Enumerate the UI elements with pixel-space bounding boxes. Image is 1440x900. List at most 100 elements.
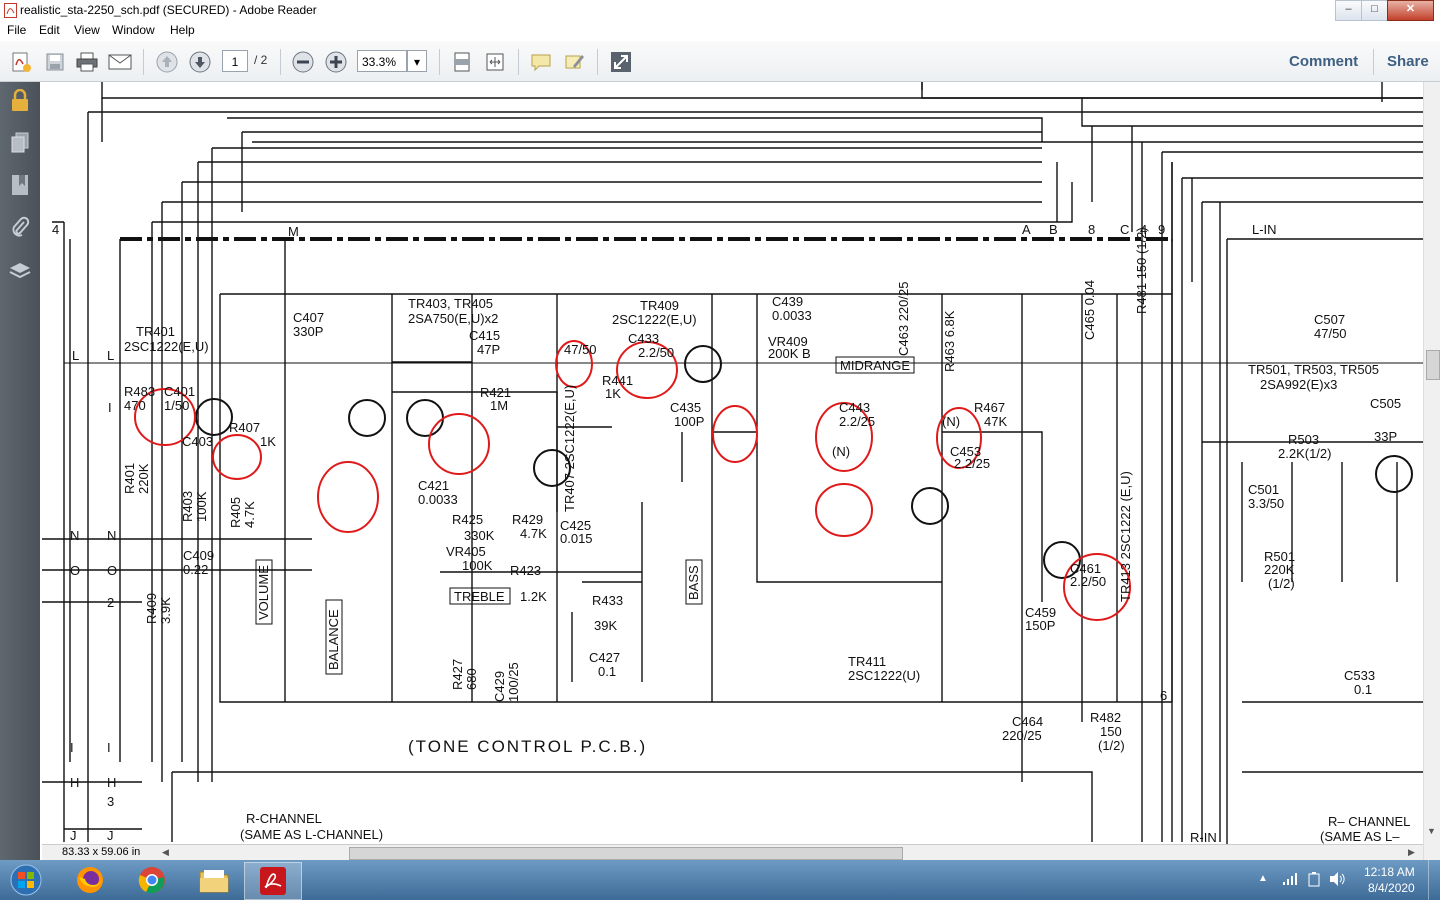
vr409-value: 200K B bbox=[768, 346, 811, 361]
node-label: R-IN bbox=[1190, 830, 1217, 844]
c401-label: C401 bbox=[164, 384, 195, 399]
toolbar-separator bbox=[518, 49, 519, 75]
zoom-out-icon[interactable] bbox=[290, 49, 316, 75]
firefox-icon[interactable] bbox=[62, 862, 118, 898]
scroll-down-icon[interactable]: ▼ bbox=[1427, 826, 1436, 836]
toolbar-separator bbox=[280, 49, 281, 75]
c443-value: 2.2/25 bbox=[839, 414, 875, 429]
full-screen-icon[interactable] bbox=[608, 49, 634, 75]
red-annotation-circles bbox=[134, 340, 1131, 621]
chrome-icon[interactable] bbox=[124, 862, 180, 898]
highlight-text-icon[interactable] bbox=[561, 49, 587, 75]
treble-label: TREBLE bbox=[454, 589, 505, 604]
fit-page-icon[interactable] bbox=[449, 49, 475, 75]
r501-label: R501 bbox=[1264, 549, 1295, 564]
c439-label: C439 bbox=[772, 294, 803, 309]
scroll-left-icon[interactable]: ◀ bbox=[162, 847, 169, 857]
scroll-right-icon[interactable]: ▶ bbox=[1408, 847, 1415, 857]
bookmarks-icon[interactable] bbox=[7, 172, 33, 198]
power-icon[interactable] bbox=[1307, 871, 1321, 890]
r401-value: 220K bbox=[136, 463, 151, 494]
page-number-input[interactable]: 1 bbox=[222, 50, 248, 72]
document-viewport[interactable]: 4 M L L I N N O O 2 I I H H 3 J J A B 8 … bbox=[42, 82, 1423, 844]
share-link[interactable]: Share bbox=[1387, 53, 1429, 70]
c507-label: C507 bbox=[1314, 312, 1345, 327]
c501-label: C501 bbox=[1248, 482, 1279, 497]
r482-value: 150 bbox=[1100, 724, 1122, 739]
minimize-button[interactable]: – bbox=[1335, 0, 1362, 21]
navigation-panel bbox=[0, 82, 40, 860]
layers-icon[interactable] bbox=[7, 258, 33, 284]
vertical-scrollbar[interactable]: ▼ bbox=[1423, 82, 1440, 860]
c431-value: 47/50 bbox=[564, 342, 597, 357]
menu-file[interactable]: File bbox=[7, 23, 27, 37]
n-label: (N) bbox=[942, 414, 960, 429]
adobe-reader-taskbar-icon[interactable] bbox=[244, 862, 302, 900]
file-explorer-icon[interactable] bbox=[186, 862, 242, 898]
network-icon[interactable] bbox=[1282, 872, 1298, 889]
node-label: N bbox=[107, 528, 116, 543]
print-icon[interactable] bbox=[74, 49, 100, 75]
menu-help[interactable]: Help bbox=[170, 23, 195, 37]
c425-label: C425 bbox=[560, 518, 591, 533]
clock-time[interactable]: 12:18 AM bbox=[1364, 865, 1415, 879]
c427-value: 0.1 bbox=[598, 664, 616, 679]
vr405-label: VR405 bbox=[446, 544, 486, 559]
n-label: (N) bbox=[832, 444, 850, 459]
r423-label: R423 bbox=[510, 563, 541, 578]
zoom-in-icon[interactable] bbox=[323, 49, 349, 75]
tr403-label: TR403, TR405 bbox=[408, 296, 493, 311]
zoom-dropdown-chevron-icon[interactable]: ▾ bbox=[407, 50, 427, 72]
c461-value: 2.2/50 bbox=[1070, 574, 1106, 589]
menu-view[interactable]: View bbox=[74, 23, 100, 37]
tr411-part: 2SC1222(U) bbox=[848, 668, 920, 683]
node-label: 4 bbox=[52, 222, 59, 237]
pdf-file-icon bbox=[4, 3, 17, 18]
node-label: J bbox=[70, 828, 77, 843]
zoom-level-input[interactable]: 33.3% bbox=[357, 50, 407, 72]
attachments-icon[interactable] bbox=[7, 214, 33, 240]
tr501-label: TR501, TR503, TR505 bbox=[1248, 362, 1379, 377]
menu-window[interactable]: Window bbox=[112, 23, 155, 37]
node-label: I bbox=[70, 740, 74, 755]
show-desktop-button[interactable] bbox=[1428, 860, 1440, 900]
sticky-note-icon[interactable] bbox=[528, 49, 554, 75]
start-button[interactable] bbox=[0, 862, 52, 898]
next-page-icon[interactable] bbox=[187, 49, 213, 75]
node-label: 8 bbox=[1088, 222, 1095, 237]
r483-label: R483 bbox=[124, 384, 155, 399]
previous-page-icon[interactable] bbox=[154, 49, 180, 75]
c453-label: C453 bbox=[950, 444, 981, 459]
vertical-scroll-thumb[interactable] bbox=[1426, 350, 1440, 380]
toolbar-separator bbox=[143, 49, 144, 75]
volume-icon[interactable] bbox=[1328, 871, 1346, 890]
node-label: L-IN bbox=[1252, 222, 1277, 237]
create-pdf-icon[interactable] bbox=[8, 49, 34, 75]
node-label: 6 bbox=[1160, 688, 1167, 703]
c409-value: 0.22 bbox=[183, 562, 208, 577]
maximize-button[interactable]: □ bbox=[1361, 0, 1388, 21]
r481-label: R481 150 (1/2) bbox=[1134, 227, 1149, 314]
node-label: 9 bbox=[1158, 222, 1165, 237]
email-icon[interactable] bbox=[107, 49, 133, 75]
title-bar: realistic_sta-2250_sch.pdf (SECURED) - A… bbox=[0, 0, 1440, 22]
comment-link[interactable]: Comment bbox=[1289, 53, 1359, 70]
r-channel-note-right: (SAME AS L– bbox=[1320, 829, 1400, 844]
pages-icon[interactable] bbox=[7, 130, 33, 156]
c403-label: C403 bbox=[182, 434, 213, 449]
lock-icon[interactable] bbox=[7, 88, 33, 114]
menu-edit[interactable]: Edit bbox=[39, 23, 60, 37]
r403-label: R403 bbox=[180, 491, 195, 522]
r467-label: R467 bbox=[974, 400, 1005, 415]
node-label: O bbox=[70, 563, 80, 578]
clock-date[interactable]: 8/4/2020 bbox=[1368, 881, 1415, 895]
fit-width-icon[interactable] bbox=[482, 49, 508, 75]
r425-value: 330K bbox=[464, 528, 495, 543]
close-button[interactable]: ✕ bbox=[1387, 0, 1434, 21]
node-label: I bbox=[108, 400, 112, 415]
save-icon[interactable] bbox=[42, 49, 68, 75]
tr501-part: 2SA992(E)x3 bbox=[1260, 377, 1337, 392]
show-hidden-icons-icon[interactable]: ▲ bbox=[1258, 873, 1268, 884]
horizontal-scroll-thumb[interactable] bbox=[349, 847, 903, 860]
node-label: L bbox=[107, 348, 114, 363]
